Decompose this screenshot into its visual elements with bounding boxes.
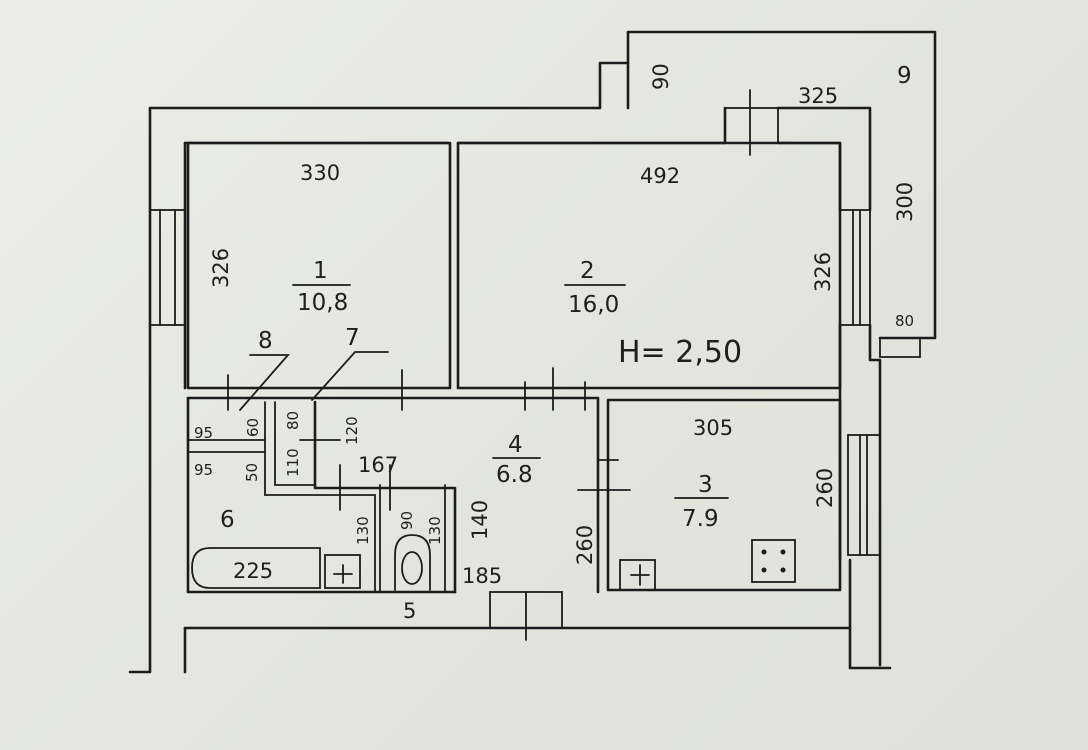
room-4-width: 167 — [358, 453, 398, 477]
bathtub-length: 225 — [233, 559, 273, 583]
ceiling-height: H= 2,50 — [618, 335, 742, 370]
room-1-number: 1 — [313, 258, 328, 284]
balcony-length: 325 — [798, 84, 838, 108]
room-4-number: 4 — [508, 432, 523, 458]
room-6-number: 6 — [220, 507, 235, 533]
room-2-area: 16,0 — [568, 292, 619, 318]
room-4-dim-260: 260 — [573, 525, 597, 565]
room-4-height: 140 — [468, 500, 492, 540]
dim-90: 90 — [398, 511, 416, 530]
bathtub — [191, 547, 361, 589]
leader-7 — [311, 351, 389, 401]
room-3-height: 260 — [813, 468, 837, 508]
dim-95-lower: 95 — [194, 461, 213, 479]
toilet — [394, 534, 431, 591]
dim-130-right: 130 — [426, 516, 444, 545]
dim-60: 60 — [244, 418, 262, 437]
room-4-dim-185: 185 — [462, 564, 502, 588]
room-2-number: 2 — [580, 258, 595, 284]
dim-130-left: 130 — [354, 516, 372, 545]
room-1-height: 326 — [209, 248, 233, 288]
room-3-width: 305 — [693, 416, 733, 440]
room-3-area: 7.9 — [682, 506, 719, 532]
windows — [149, 89, 881, 641]
balcony-depth: 90 — [649, 63, 673, 90]
dim-110: 110 — [284, 448, 302, 477]
room-5-number: 5 — [403, 599, 416, 623]
interior-walls — [186, 141, 842, 594]
stove — [751, 539, 796, 583]
balcony-number: 9 — [897, 63, 912, 89]
balcony-side: 300 — [893, 182, 917, 222]
room-1-width: 330 — [300, 161, 340, 185]
balcony-corner: 80 — [895, 312, 914, 330]
dim-50: 50 — [243, 463, 261, 482]
dim-120: 120 — [343, 416, 361, 445]
room-7-number: 7 — [345, 325, 360, 351]
room-2-width: 492 — [640, 164, 680, 188]
room-4-area: 6.8 — [496, 462, 533, 488]
kitchen-sink — [619, 559, 656, 591]
room-2-height: 326 — [811, 252, 835, 292]
room-1-area: 10,8 — [297, 290, 348, 316]
door-marks — [227, 367, 631, 511]
leader-8 — [239, 354, 290, 411]
room-8-number: 8 — [258, 328, 273, 354]
dim-80: 80 — [284, 411, 302, 430]
room-3-number: 3 — [698, 472, 713, 498]
balcony — [626, 30, 937, 358]
dim-95-upper: 95 — [194, 424, 213, 442]
